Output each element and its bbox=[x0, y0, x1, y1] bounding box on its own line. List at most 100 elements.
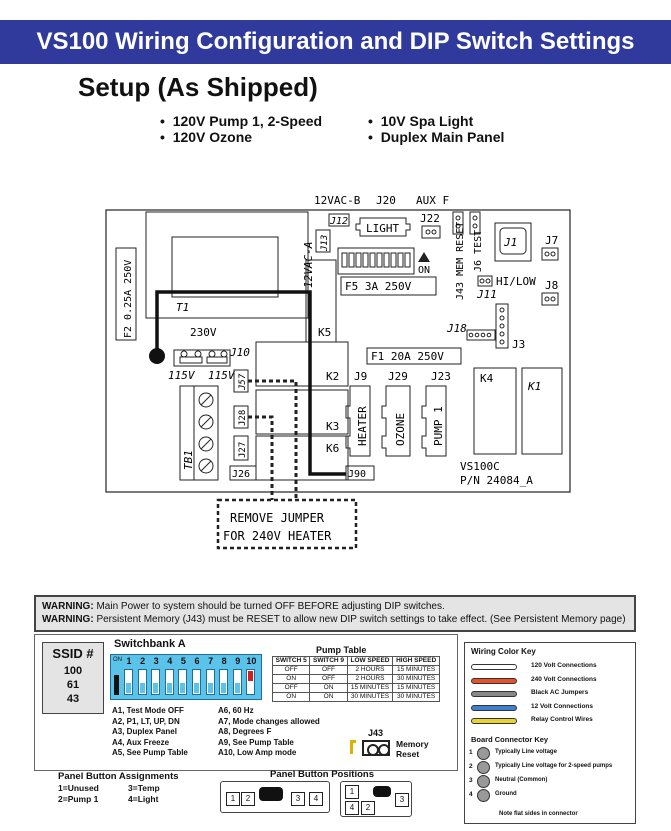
panel-assign-item: 3=Temp bbox=[128, 783, 160, 793]
connector-j10 bbox=[173, 349, 231, 367]
board-key-title: Board Connector Key bbox=[471, 735, 549, 744]
pump-table-title: Pump Table bbox=[316, 645, 367, 655]
relay-k6 bbox=[255, 435, 349, 481]
panel-assign-col2: 3=Temp 4=Light bbox=[128, 783, 160, 805]
board-key-number: 2 bbox=[469, 763, 473, 770]
dip-switch-knob bbox=[139, 683, 145, 693]
wiring-key-item: Relay Control Wires bbox=[471, 715, 633, 727]
connector-ozone bbox=[381, 385, 411, 457]
switch-number: 6 bbox=[194, 656, 200, 666]
label-j8: J8 bbox=[545, 279, 558, 292]
panel-button-position: 2 bbox=[241, 792, 255, 806]
table-cell: 2 HOURS bbox=[346, 674, 394, 684]
label-115v-b: 115V bbox=[208, 369, 236, 382]
ssid-values: 100 61 43 bbox=[43, 664, 103, 706]
dip-switch-knob bbox=[221, 683, 227, 693]
dip-switch-7[interactable] bbox=[205, 669, 215, 695]
table-cell: 15 MINUTES bbox=[392, 665, 440, 675]
dip-switch-knob bbox=[194, 683, 199, 693]
ssid-value: 61 bbox=[66, 679, 80, 691]
label-f1: F1 20A 250V bbox=[371, 350, 444, 363]
table-cell: OFF bbox=[271, 683, 311, 693]
connector-hilow bbox=[477, 275, 493, 287]
dip-switch-knob bbox=[180, 683, 186, 693]
connector-pump1 bbox=[421, 385, 447, 457]
label-f2: F2 0.25A 250V bbox=[123, 260, 134, 338]
board-key-label: Typically Line voltage for 2-speed pumps bbox=[495, 763, 613, 769]
dip-switch-4[interactable] bbox=[164, 669, 174, 695]
switch-number: 3 bbox=[153, 656, 159, 666]
transformer-core bbox=[171, 236, 279, 298]
panel-button-position: 1 bbox=[226, 792, 240, 806]
fuse-f5 bbox=[340, 276, 437, 296]
panel-button-position: 1 bbox=[345, 785, 359, 799]
jumper-note-line-2: FOR 240V HEATER bbox=[223, 529, 332, 543]
setup-title: Setup (As Shipped) bbox=[78, 72, 318, 102]
bullet-text: 10V Spa Light bbox=[380, 113, 474, 129]
fuse-f1 bbox=[366, 347, 462, 365]
wiring-key-item: 240 Volt Connections bbox=[471, 675, 633, 687]
panel-assign-col1: 1=Unused 2=Pump 1 bbox=[58, 783, 99, 805]
label-12vac-a: 12VAC-A bbox=[302, 242, 315, 288]
label-j1: J1 bbox=[503, 236, 517, 249]
label-j29: J29 bbox=[388, 370, 408, 383]
switch-descriptions-left: A1, Test Mode OFF A2, P1, LT, UP, DN A3,… bbox=[112, 706, 188, 759]
pump-table: SWITCH 5 SWITCH 9 LOW SPEED HIGH SPEED O… bbox=[271, 656, 440, 702]
dip-switch-10[interactable] bbox=[246, 669, 256, 695]
switch-desc: A6, 60 Hz bbox=[218, 706, 254, 715]
dip-switch-1[interactable] bbox=[124, 669, 133, 695]
bullet-item: • 120V Ozone bbox=[160, 129, 253, 145]
connector-j26 bbox=[229, 465, 257, 481]
label-vs100c: VS100C bbox=[460, 460, 500, 473]
warning-line-1: WARNING: Main Power to system should be … bbox=[42, 600, 628, 613]
wiring-key-label: 120 Volt Connections bbox=[531, 662, 597, 669]
display-window bbox=[373, 786, 391, 797]
dip-switch-5[interactable] bbox=[178, 669, 188, 695]
label-j11: J11 bbox=[476, 288, 497, 301]
switch-desc: A10, Low Amp mode bbox=[218, 748, 297, 757]
label-j6: J6 TEST bbox=[473, 230, 484, 272]
switch-number: 5 bbox=[180, 656, 186, 666]
dip-switch-9[interactable] bbox=[232, 669, 242, 695]
table-cell: 30 MINUTES bbox=[392, 674, 440, 684]
wire-color-swatch bbox=[471, 704, 517, 711]
panel-layout-compact: 1 4 2 3 bbox=[340, 781, 412, 817]
panel-assign-title: Panel Button Assignments bbox=[58, 771, 179, 782]
wire-color-swatch bbox=[471, 664, 517, 670]
dip-switch-2[interactable] bbox=[137, 669, 147, 695]
panel-assign-item: 1=Unused bbox=[58, 783, 99, 793]
connector-j7 bbox=[541, 247, 559, 261]
j43-connector-icon bbox=[362, 740, 390, 756]
pump-table-header-cell: LOW SPEED bbox=[346, 656, 394, 666]
bullet-text: 120V Pump 1, 2-Speed bbox=[172, 113, 323, 129]
dip-switch-knob bbox=[248, 671, 254, 681]
relay-k3 bbox=[255, 389, 349, 435]
dip-switch-6[interactable] bbox=[192, 669, 201, 695]
ac-jumper-wire bbox=[155, 290, 346, 476]
page-banner: VS100 Wiring Configuration and DIP Switc… bbox=[0, 20, 671, 64]
wiring-key-label: Black AC Jumpers bbox=[531, 689, 589, 696]
label-light: LIGHT bbox=[366, 222, 399, 235]
label-k3: K3 bbox=[326, 420, 339, 433]
switch-number: 7 bbox=[208, 656, 214, 666]
connector-pin-icon bbox=[477, 761, 490, 774]
switch-desc: A7, Mode changes allowed bbox=[218, 716, 320, 726]
dip-switch-8[interactable] bbox=[219, 669, 229, 695]
switch-number: 8 bbox=[221, 656, 227, 666]
connector-j6 bbox=[469, 211, 481, 235]
label-k4: K4 bbox=[480, 372, 494, 385]
transformer-outline bbox=[145, 211, 309, 319]
wiring-key-label: Relay Control Wires bbox=[531, 716, 593, 723]
label-230v: 230V bbox=[190, 326, 217, 339]
table-cell: OFF bbox=[271, 665, 311, 675]
panel-button-position: 4 bbox=[309, 792, 323, 806]
dip-switch-block bbox=[337, 247, 415, 275]
board-key-label: Neutral (Common) bbox=[495, 777, 548, 783]
switch-desc: A3, Duplex Panel bbox=[112, 727, 177, 736]
label-f5: F5 3A 250V bbox=[345, 280, 412, 293]
relay-k2 bbox=[255, 341, 349, 387]
table-cell: 15 MINUTES bbox=[346, 683, 394, 693]
dip-switch-3[interactable] bbox=[151, 669, 161, 695]
